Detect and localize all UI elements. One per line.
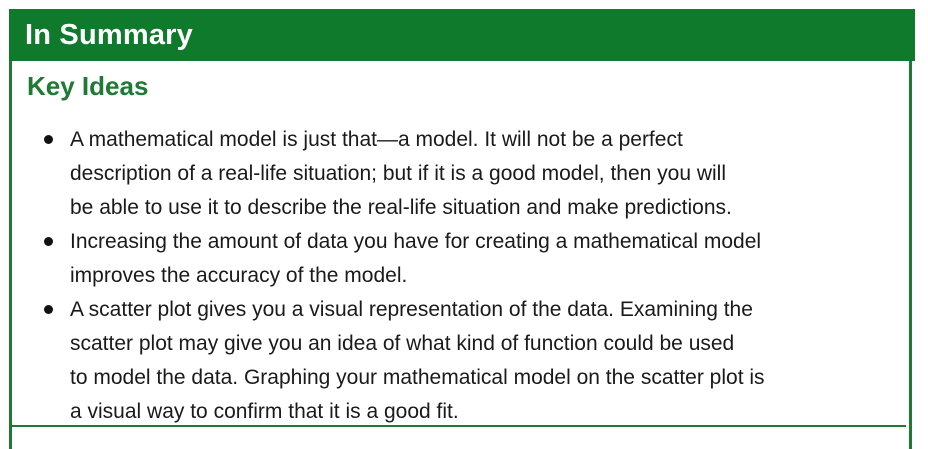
bullet-icon	[44, 237, 53, 246]
key-idea-line: A scatter plot gives you a visual repres…	[70, 298, 753, 321]
key-ideas-heading: Key Ideas	[27, 71, 149, 101]
key-idea-line: A mathematical model is just that—a mode…	[70, 128, 683, 151]
bottom-divider	[12, 425, 906, 427]
key-idea-line: to model the data. Graphing your mathema…	[70, 366, 765, 389]
key-idea-line: be able to use it to describe the real-l…	[70, 196, 732, 219]
summary-box: In Summary Key Ideas A mathematical mode…	[9, 9, 915, 449]
key-idea-line: a visual way to confirm that it is a goo…	[70, 400, 459, 423]
key-idea-line: description of a real-life situation; bu…	[70, 162, 727, 185]
key-idea-line: scatter plot may give you an idea of wha…	[70, 332, 735, 355]
key-idea-item: A mathematical model is just that—a mode…	[36, 123, 896, 225]
key-idea-line: improves the accuracy of the model.	[70, 264, 408, 287]
key-idea-item: Increasing the amount of data you have f…	[36, 225, 896, 293]
key-idea-item: A scatter plot gives you a visual repres…	[36, 293, 896, 429]
bullet-icon	[44, 135, 53, 144]
summary-title: In Summary	[25, 19, 193, 51]
key-idea-line: Increasing the amount of data you have f…	[70, 230, 762, 253]
key-ideas-list: A mathematical model is just that—a mode…	[36, 123, 896, 429]
summary-header: In Summary	[9, 9, 915, 61]
bullet-icon	[44, 305, 53, 314]
